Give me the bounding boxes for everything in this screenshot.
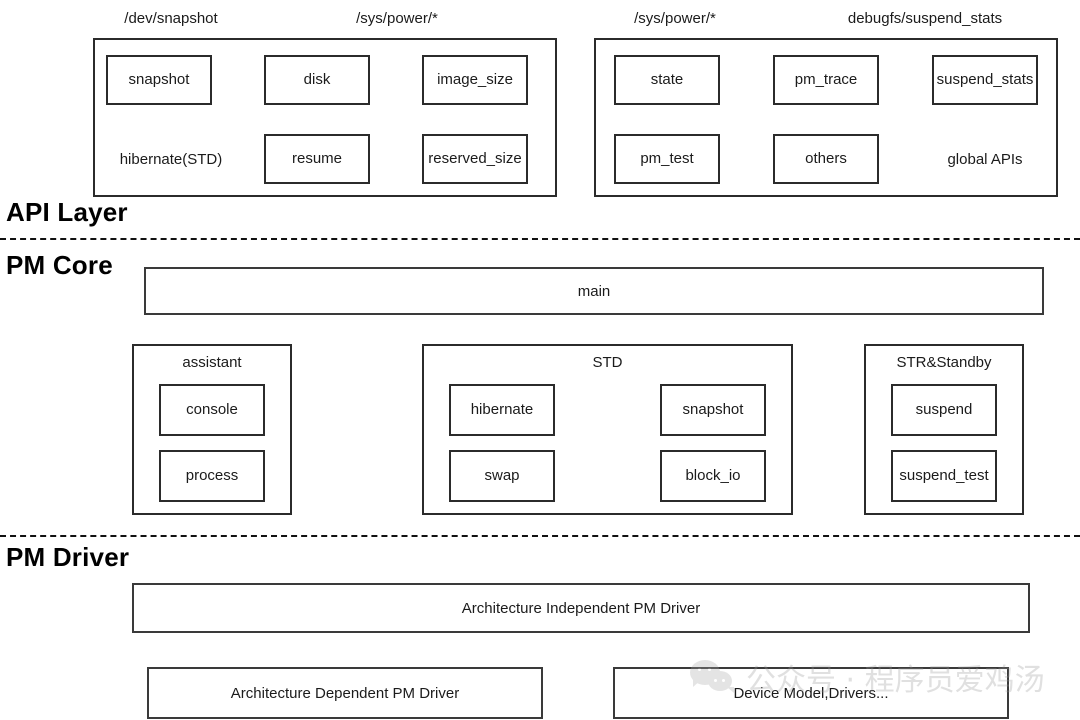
api-box-image-size[interactable]: image_size — [422, 55, 528, 105]
api-box-pm-trace[interactable]: pm_trace — [773, 55, 879, 105]
pmcore-box-main[interactable]: main — [144, 267, 1044, 315]
api-box-snapshot[interactable]: snapshot — [106, 55, 212, 105]
pmcore-box-hibernate[interactable]: hibernate — [449, 384, 555, 436]
api-box-resume[interactable]: resume — [264, 134, 370, 184]
api-column-header-sys-power-right: /sys/power/* — [634, 10, 716, 27]
pmcore-box-suspend[interactable]: suspend — [891, 384, 997, 436]
pmcore-box-block-io[interactable]: block_io — [660, 450, 766, 502]
layer-title-api: API Layer — [6, 197, 128, 227]
api-box-pm-test[interactable]: pm_test — [614, 134, 720, 184]
pmdriver-box-architecture-dependent[interactable]: Architecture Dependent PM Driver — [147, 667, 543, 719]
pmcore-box-snapshot[interactable]: snapshot — [660, 384, 766, 436]
api-box-state[interactable]: state — [614, 55, 720, 105]
pmcore-box-swap[interactable]: swap — [449, 450, 555, 502]
api-label-global-apis: global APIs — [947, 150, 1023, 168]
api-box-suspend-stats[interactable]: suspend_stats — [932, 55, 1038, 105]
divider-pmcore-pmdriver — [0, 535, 1080, 537]
layer-title-pm-driver: PM Driver — [6, 542, 130, 572]
pmcore-group-str-standby: STR&Standby — [864, 344, 1024, 515]
pmcore-box-process[interactable]: process — [159, 450, 265, 502]
pmcore-box-console[interactable]: console — [159, 384, 265, 436]
api-column-header-dev-snapshot: /dev/snapshot — [124, 10, 218, 27]
pmdriver-box-device-model[interactable]: Device Model,Drivers... — [613, 667, 1009, 719]
divider-api-pmcore — [0, 238, 1080, 240]
api-column-header-debugfs-suspend-stats: debugfs/suspend_stats — [847, 10, 1003, 27]
api-box-disk[interactable]: disk — [264, 55, 370, 105]
pmcore-group-title-assistant: assistant — [182, 354, 242, 371]
api-label-hibernate-std: hibernate(STD) — [119, 150, 223, 168]
api-column-header-sys-power-left: /sys/power/* — [356, 10, 438, 27]
pmcore-box-suspend-test[interactable]: suspend_test — [891, 450, 997, 502]
api-box-others[interactable]: others — [773, 134, 879, 184]
pmcore-group-title-std: STD — [592, 354, 623, 371]
layer-title-pm-core: PM Core — [6, 250, 113, 280]
api-box-reserved-size[interactable]: reserved_size — [422, 134, 528, 184]
pmdriver-box-architecture-independent[interactable]: Architecture Independent PM Driver — [132, 583, 1030, 633]
pmcore-group-title-str-standby: STR&Standby — [896, 354, 992, 371]
